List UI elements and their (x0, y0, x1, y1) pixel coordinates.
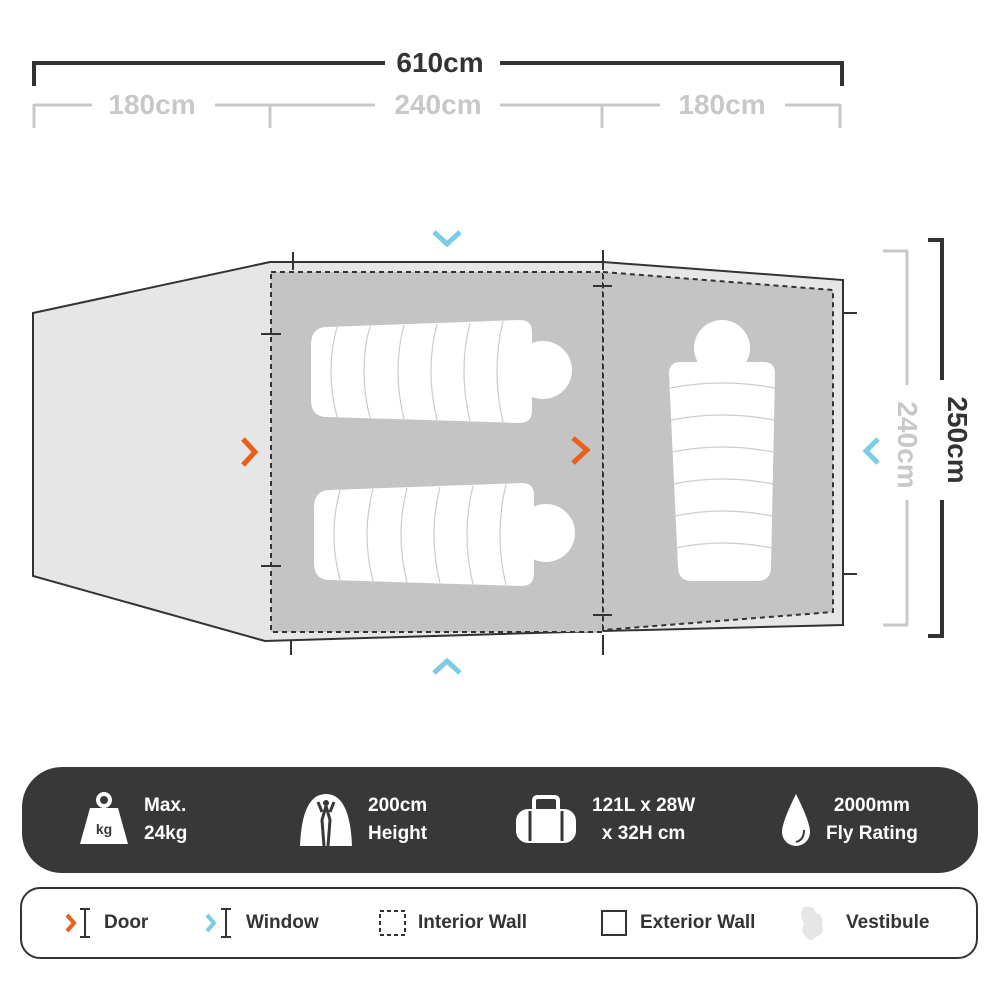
door-marker-middle (571, 436, 591, 465)
spec-max-weight-line2: 24kg (144, 823, 188, 844)
section-dimensions (32, 103, 842, 128)
duffel-bag-icon (516, 795, 576, 843)
window-marker-top (432, 230, 462, 248)
section-2-label: 240cm (394, 89, 481, 120)
spec-max-weight: kg Max. 24kg (78, 767, 187, 873)
section-3-label: 180cm (678, 89, 765, 120)
sleeping-bag-2 (314, 483, 575, 586)
legend-window-label: Window (246, 912, 319, 933)
legend-exterior-wall-label: Exterior Wall (640, 912, 756, 933)
window-marker-bottom (432, 657, 462, 675)
legend-door-label: Door (104, 912, 149, 933)
spec-height-line1: 200cm (368, 795, 428, 816)
legend-vestibule: Vestibule (796, 889, 929, 957)
spec-packed-size: 121L x 28W x 32H cm (514, 767, 695, 873)
total-length-label: 610cm (396, 47, 483, 78)
weight-icon-text: kg (96, 821, 112, 837)
spec-fly-rating-line1: 2000mm (833, 795, 910, 816)
spec-fly-rating-line2: Fly Rating (826, 823, 918, 844)
total-width-dimension (928, 238, 944, 638)
door-icon (65, 908, 90, 938)
legend-exterior-wall: Exterior Wall (600, 889, 755, 957)
total-length-dimension: 610cm (32, 47, 844, 86)
window-icon (205, 908, 231, 938)
door-marker-left (241, 437, 259, 467)
section-1-label: 180cm (108, 89, 195, 120)
legend-vestibule-label: Vestibule (846, 912, 930, 933)
legend-interior-wall: Interior Wall (378, 889, 527, 957)
tent-height-icon (300, 794, 352, 847)
sleeping-bag-3 (669, 320, 776, 581)
weight-icon: kg (80, 792, 128, 844)
water-drop-icon (782, 794, 810, 846)
interior-wall-icon (379, 910, 406, 936)
window-marker-right (862, 437, 880, 465)
spec-max-weight-line1: Max. (144, 795, 187, 816)
vestibule-icon (801, 906, 824, 940)
total-width-label: 250cm (942, 396, 973, 483)
spec-height-line2: Height (368, 823, 428, 844)
legend-interior-wall-label: Interior Wall (418, 912, 528, 933)
opening-markers (261, 250, 857, 655)
spec-packed-size-line2: x 32H cm (601, 823, 686, 844)
legend-door: Door (64, 889, 148, 957)
exterior-wall-icon (601, 910, 627, 936)
legend-window: Window (204, 889, 319, 957)
legend: Door Window Interior Wall Exterior Wall … (20, 887, 978, 959)
inner-width-dimension (883, 249, 909, 627)
inner-width-label: 240cm (892, 401, 923, 488)
spec-packed-size-line1: 121L x 28W (592, 795, 696, 816)
tent-floor-plan: 610cm 180cm 240cm 180cm 250cm 240cm (32, 47, 973, 675)
sleeping-bag-1 (311, 320, 572, 423)
